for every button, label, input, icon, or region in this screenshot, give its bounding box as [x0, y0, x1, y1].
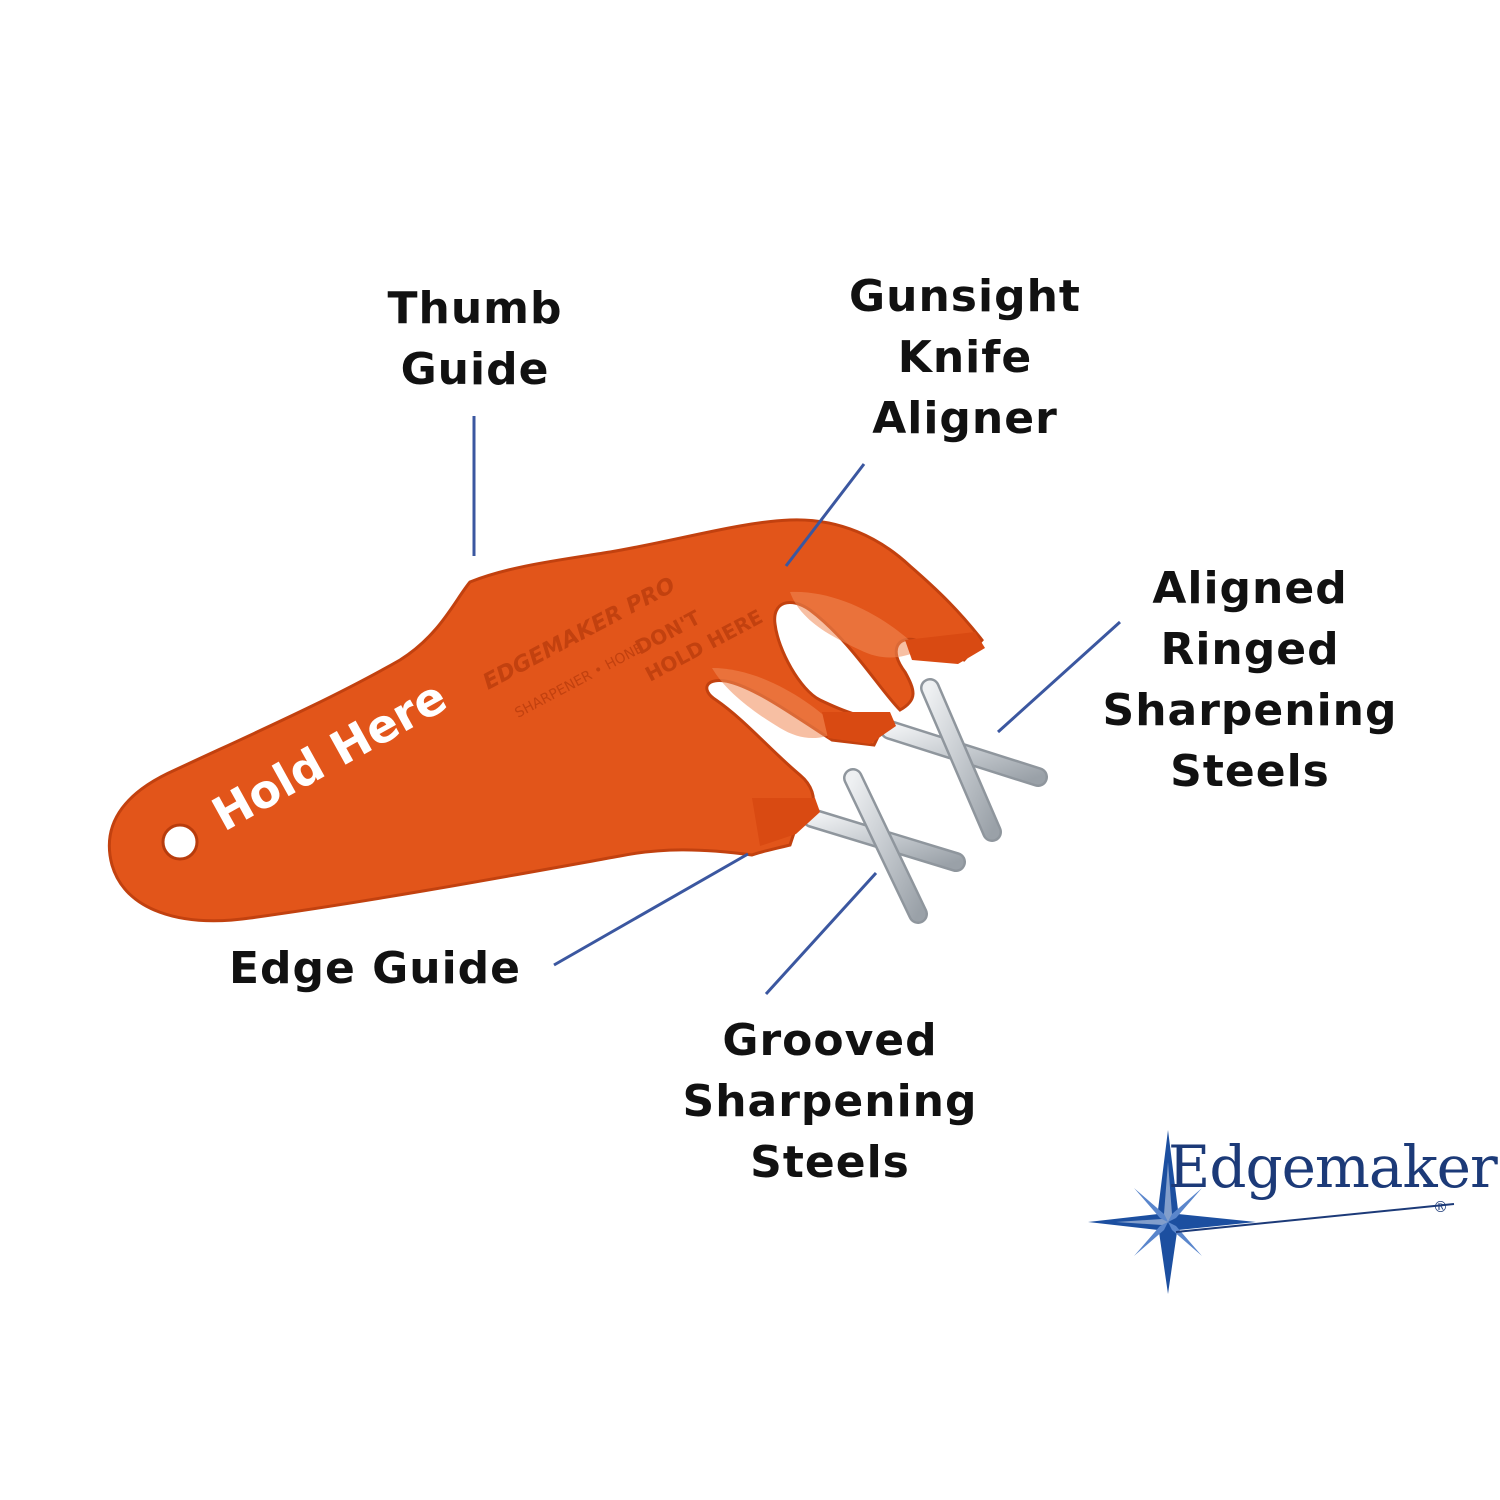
gunsight-line-3: Aligner: [872, 393, 1058, 444]
edge-guide-label: Edge Guide: [205, 938, 545, 999]
grooved-line-2: Sharpening: [682, 1076, 978, 1127]
thumb-guide-line-2: Guide: [400, 344, 550, 395]
gunsight-line-1: Gunsight: [849, 271, 1081, 322]
gunsight-cap: [905, 632, 985, 664]
leader-edge-guide: [553, 852, 749, 967]
aligned-line-3: Sharpening: [1102, 685, 1398, 736]
middle-cap: [822, 712, 896, 744]
hang-hole-icon: [161, 823, 199, 861]
compass-star-icon: [1088, 1130, 1256, 1294]
leader-lines: [472, 416, 1122, 996]
aligned-line-2: Ringed: [1160, 624, 1340, 675]
aligned-line-4: Steels: [1170, 746, 1330, 797]
aligned-line-1: Aligned: [1152, 563, 1348, 614]
gunsight-knife-aligner-label: Gunsight Knife Aligner: [820, 266, 1110, 449]
grooved-sharpening-steels: [802, 768, 966, 924]
leader-grooved-steels: [764, 871, 878, 996]
brand-wordmark: Edgemaker: [1168, 1133, 1498, 1201]
registered-mark: ®: [1433, 1198, 1448, 1216]
leader-gunsight: [784, 463, 866, 567]
thumb-guide-line-1: Thumb: [387, 283, 563, 334]
leader-aligned-steels: [996, 620, 1122, 734]
edge-guide-cap: [752, 798, 820, 846]
sharpener-body: EDGEMAKER PRO SHARPENER • HONE DON'T HOL…: [107, 518, 985, 923]
edge-guide-line-1: Edge Guide: [228, 943, 522, 994]
upper-slot-shade: [790, 591, 920, 658]
brand-underline: [1175, 1203, 1455, 1233]
grooved-steels-label: Grooved Sharpening Steels: [660, 1010, 1000, 1193]
aligned-ringed-steels-label: Aligned Ringed Sharpening Steels: [1090, 558, 1410, 802]
grooved-line-3: Steels: [750, 1137, 910, 1188]
lower-slot-shade: [712, 668, 840, 739]
thumb-guide-label: Thumb Guide: [340, 278, 610, 400]
gunsight-line-2: Knife: [897, 332, 1033, 383]
grooved-line-1: Grooved: [722, 1015, 938, 1066]
aligned-ringed-sharpening-steels: [880, 678, 1048, 842]
